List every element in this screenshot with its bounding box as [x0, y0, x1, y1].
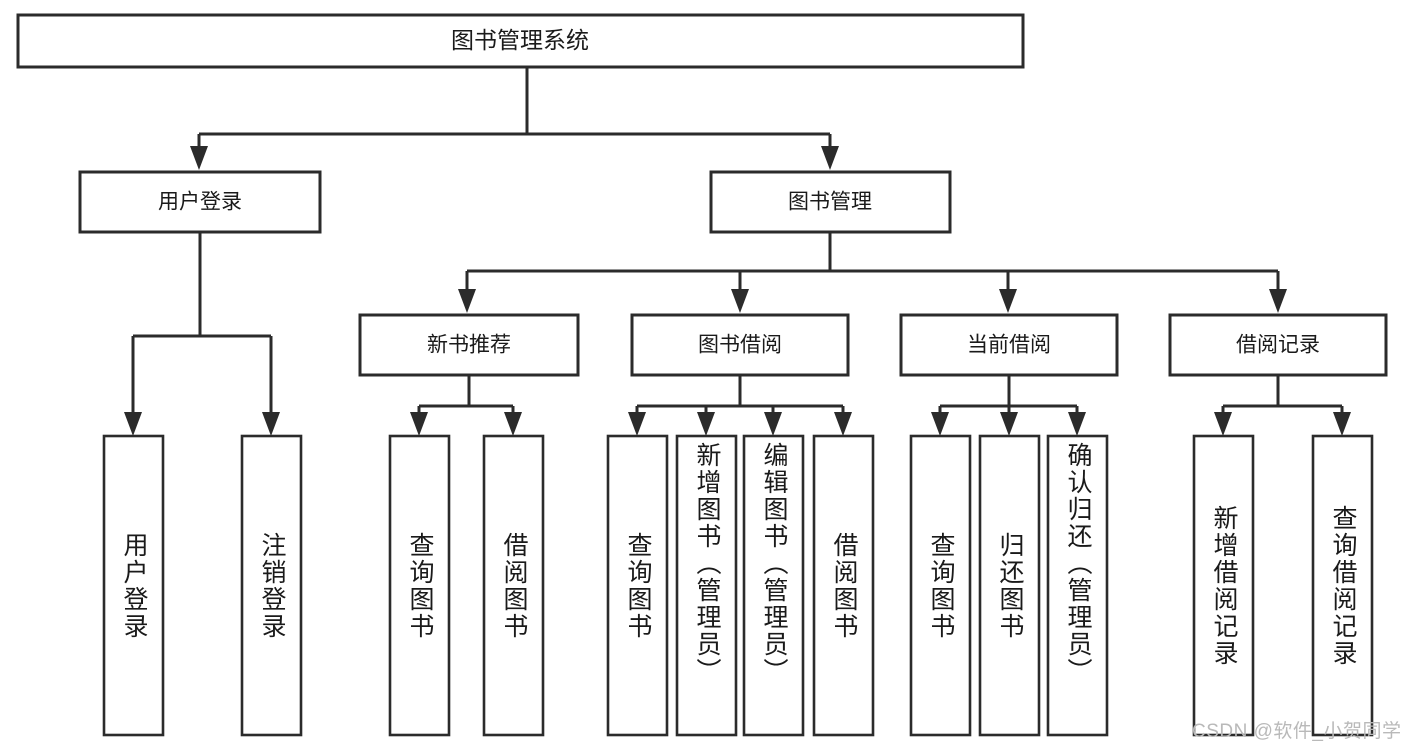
- node-user-login[interactable]: 用户登录: [78, 170, 322, 234]
- leaf-box-borrow-book-recommend[interactable]: [482, 434, 545, 737]
- arrow-head-icon: [1068, 412, 1086, 436]
- arrow-head-icon: [697, 412, 715, 436]
- arrow-head-icon: [124, 412, 142, 436]
- watermark-text: CSDN @软件_小贺同学: [1192, 721, 1402, 742]
- arrow-head-icon: [504, 412, 522, 436]
- connector-book-management-to-level3: [458, 232, 1287, 313]
- leaf-box-return-book[interactable]: [978, 434, 1041, 737]
- leaf-box-add-borrow-record[interactable]: [1192, 434, 1255, 737]
- node-current-borrow-rect: [899, 313, 1119, 377]
- node-book-management-label: 图书管理: [788, 191, 872, 214]
- node-root-label: 图书管理系统: [451, 27, 589, 53]
- arrow-head-icon: [1214, 412, 1232, 436]
- leaf-box-query-book-borrow[interactable]: [606, 434, 669, 737]
- node-new-book-recommend-label: 新书推荐: [427, 334, 511, 357]
- leaf-box-confirm-return-admin[interactable]: [1046, 434, 1109, 737]
- node-current-borrow-label: 当前借阅: [967, 334, 1051, 357]
- node-book-borrow-label: 图书借阅: [698, 334, 782, 357]
- arrow-head-icon: [190, 146, 208, 170]
- arrow-head-icon: [410, 412, 428, 436]
- leaf-box-edit-book-admin[interactable]: [742, 434, 805, 737]
- connector-book-borrow-to-leaves: [628, 375, 852, 436]
- arrow-head-icon: [1333, 412, 1351, 436]
- node-user-login-label: 用户登录: [158, 191, 242, 214]
- arrow-head-icon: [628, 412, 646, 436]
- leaf-box-user-login[interactable]: [102, 434, 165, 737]
- node-current-borrow[interactable]: 当前借阅: [899, 313, 1119, 377]
- arrow-head-icon: [262, 412, 280, 436]
- arrow-head-icon: [931, 412, 949, 436]
- arrow-head-icon: [821, 146, 839, 170]
- arrow-head-icon: [834, 412, 852, 436]
- arrow-head-icon: [1269, 289, 1287, 313]
- leaf-box-query-book-current[interactable]: [909, 434, 972, 737]
- connector-new-book-recommend-to-leaves: [410, 375, 522, 436]
- node-book-borrow[interactable]: 图书借阅: [630, 313, 850, 377]
- leaf-box-query-book-recommend[interactable]: [388, 434, 451, 737]
- arrow-head-icon: [764, 412, 782, 436]
- arrow-head-icon: [1000, 412, 1018, 436]
- node-root-rect: [16, 13, 1025, 69]
- leaf-box-add-book-admin[interactable]: [675, 434, 738, 737]
- arrow-head-icon: [458, 289, 476, 313]
- node-user-login-rect: [78, 170, 322, 234]
- node-root[interactable]: 图书管理系统: [16, 13, 1025, 69]
- connector-borrow-record-to-leaves: [1214, 375, 1351, 436]
- connector-current-borrow-to-leaves: [931, 375, 1086, 436]
- connector-user-login-to-leaves: [124, 232, 280, 436]
- arrow-head-icon: [999, 289, 1017, 313]
- node-book-management[interactable]: 图书管理: [709, 170, 952, 234]
- node-new-book-recommend-rect: [358, 313, 580, 377]
- leaf-box-query-borrow-record[interactable]: [1311, 434, 1374, 737]
- leaf-box-borrow-book[interactable]: [812, 434, 875, 737]
- node-borrow-record[interactable]: 借阅记录: [1168, 313, 1388, 377]
- leaf-box-logout[interactable]: [240, 434, 303, 737]
- arrow-head-icon: [731, 289, 749, 313]
- node-new-book-recommend[interactable]: 新书推荐: [358, 313, 580, 377]
- connector-root-to-level2: [190, 67, 839, 170]
- node-borrow-record-label: 借阅记录: [1236, 334, 1320, 357]
